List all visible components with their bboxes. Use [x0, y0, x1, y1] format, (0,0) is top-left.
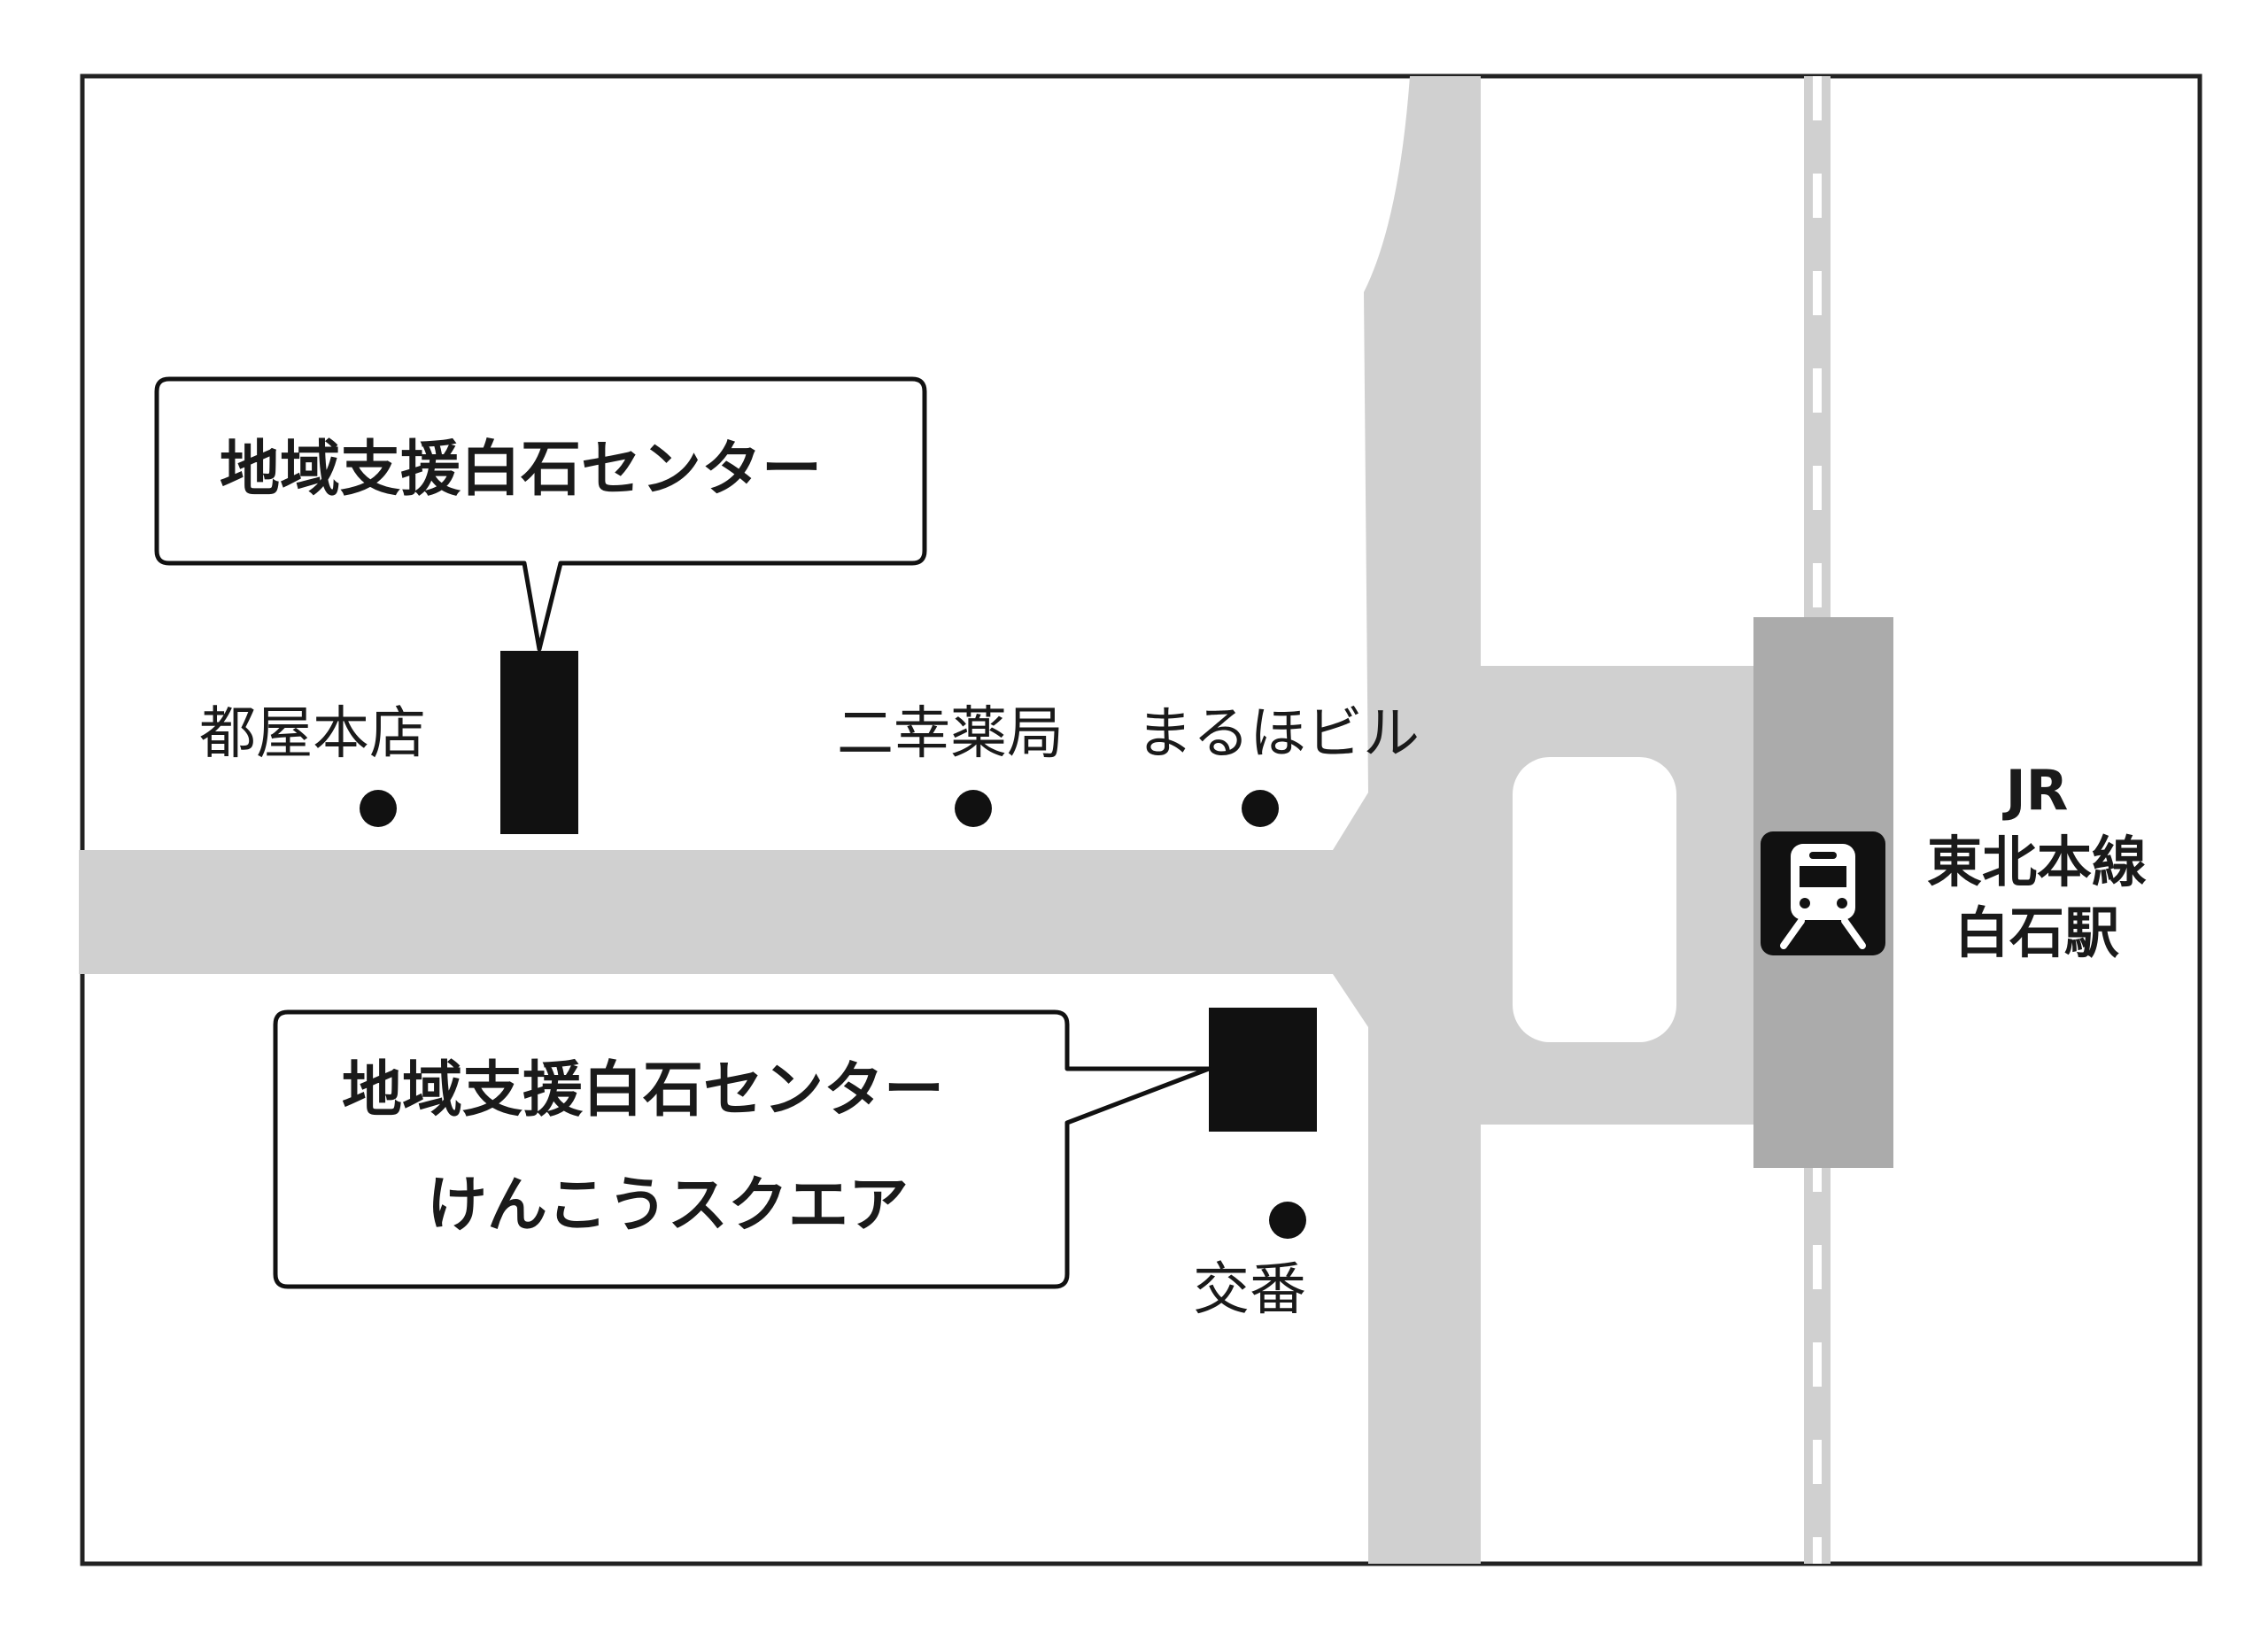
landmark-label-nikou: 二幸薬局 — [837, 701, 1064, 767]
station-label-line2: 東北本線 — [1926, 829, 2147, 894]
callout-2-box — [273, 1009, 1211, 1289]
main-road — [79, 850, 1336, 974]
station-label: JR 東北本線 白石駅 — [1904, 755, 2170, 970]
callout-1-title: 地域支援白石センター — [220, 435, 823, 505]
station-label-line1: JR — [2005, 758, 2069, 823]
landmark-label-maruho: まるほビル — [1136, 701, 1420, 767]
building-north — [500, 651, 578, 834]
dot-maruho — [1242, 790, 1279, 827]
station-label-line3: 白石駅 — [1954, 901, 2119, 966]
island-block — [1513, 757, 1676, 1042]
callout-2-title: 地域支援白石センター — [342, 1055, 945, 1125]
building-south — [1209, 1008, 1317, 1132]
callout-1-box — [154, 376, 927, 652]
dot-koban — [1269, 1202, 1306, 1239]
train-icon — [1761, 831, 1885, 955]
dot-miyako — [360, 790, 397, 827]
landmark-label-miyako: 都屋本店 — [199, 701, 426, 767]
vertical-road — [1333, 76, 1481, 1564]
dot-nikou — [955, 790, 992, 827]
callout-2-subtitle: けんこうスクエア — [427, 1171, 910, 1241]
landmark-label-koban: 交番 — [1193, 1257, 1306, 1323]
